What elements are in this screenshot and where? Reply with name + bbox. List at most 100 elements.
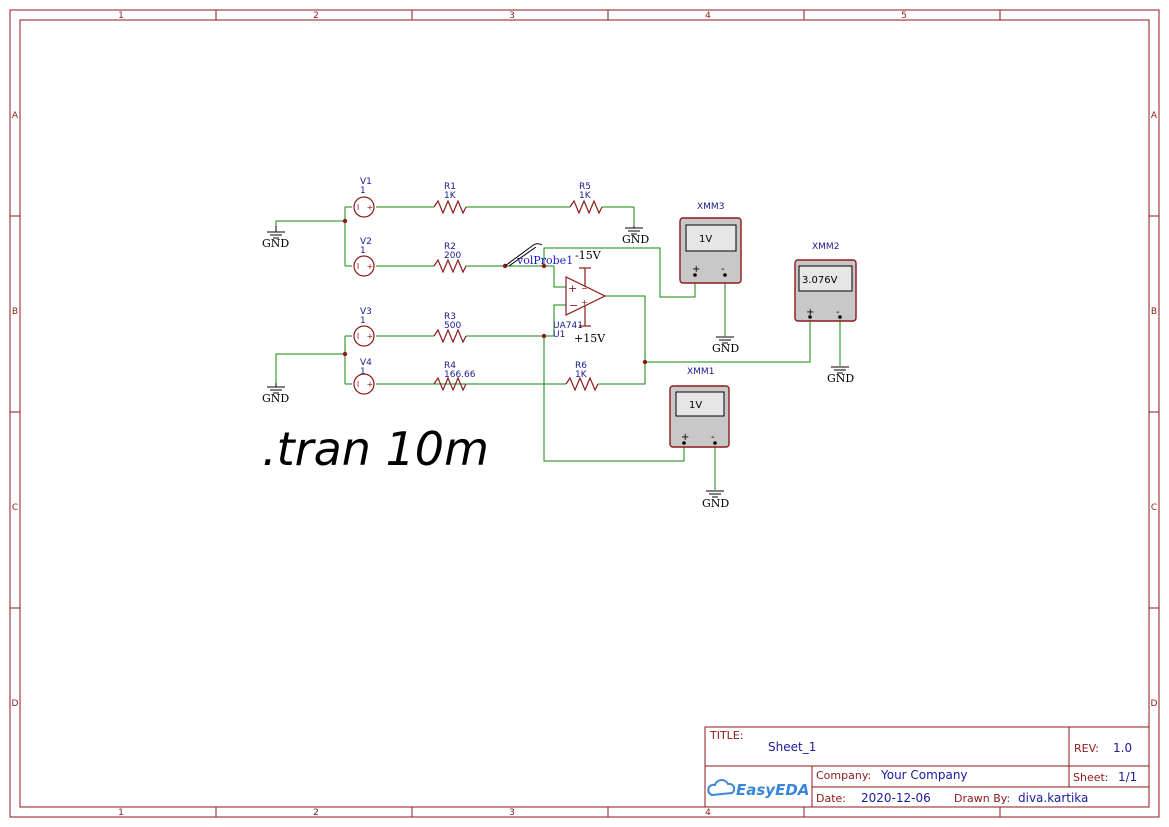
resistor-value: 1K [579,191,592,201]
ground-top-left: GND [262,226,289,250]
row-label: B [1151,307,1157,317]
svg-text:I: I [357,203,359,212]
wires [275,206,841,490]
resistor-value: 1K [575,370,588,380]
row-label: C [1151,503,1157,513]
easyeda-logo: EasyEDA [707,779,809,799]
svg-text:-: - [711,432,715,443]
svg-text:+: + [367,332,374,341]
row-label: B [12,307,18,317]
rev-key: REV: [1074,742,1099,755]
meter-reading: 3.076V [802,275,838,286]
title-key: TITLE: [709,729,743,742]
resistor-ref: R1 [444,182,456,192]
ground-label: GND [827,372,854,385]
opamp-neg-supply: -15V [575,249,602,262]
source-value: 1 [360,367,366,377]
resistor-r1[interactable]: R1 1K [433,182,467,215]
col-label: 2 [313,11,319,21]
ground-label: GND [712,342,739,355]
col-label: 3 [509,808,515,818]
resistor-r5[interactable]: R5 1K [569,182,603,215]
meter-reading: 1V [699,234,712,245]
sim-directive[interactable]: .tran 10m [262,422,489,476]
opamp-model: UA741 [553,321,583,331]
sheet-value: 1/1 [1118,770,1137,784]
resistor-ref: R4 [444,361,456,371]
svg-text:+: + [367,262,374,271]
resistor-value: 166.66 [444,370,476,380]
opamp-minus-mark: − [569,299,578,312]
svg-text:+: + [681,432,689,443]
opamp-u1[interactable]: + − − + -15V +15V UA741 U1 [553,249,607,345]
svg-text:+: + [806,307,814,318]
column-labels-top: 1 2 3 4 5 [118,11,907,21]
junctions [342,218,648,365]
voltage-source-v4[interactable]: I + V4 1 [353,358,375,395]
meter-ref: XMM1 [687,367,714,377]
svg-text:-: - [836,307,840,318]
svg-text:I: I [357,332,359,341]
voltage-probe[interactable]: volProbe1 [504,243,573,267]
voltage-source-v2[interactable]: I + V2 1 [353,237,375,277]
row-label: A [12,111,19,121]
source-ref: V3 [360,307,372,317]
resistor-r2[interactable]: R2 200 [433,242,467,274]
meter-reading: 1V [689,400,702,411]
cloud-icon [707,779,736,797]
ground-bottom-left: GND [262,383,289,405]
voltage-source-v1[interactable]: I + V1 1 [353,177,375,218]
col-label: 4 [705,11,711,21]
svg-text:-: - [721,264,725,275]
ground-label: GND [702,497,729,510]
company-value: Your Company [880,768,968,782]
sheet-title: Sheet_1 [768,740,816,754]
logo-text: EasyEDA [736,781,809,799]
row-label: D [12,699,19,709]
svg-text:I: I [357,262,359,271]
svg-text:+: + [367,380,374,389]
meter-ref: XMM3 [697,202,724,212]
col-label: 1 [118,808,124,818]
resistor-r4[interactable]: R4 166.66 [433,361,476,392]
row-labels-right: A B C D [1151,111,1158,709]
row-label: A [1151,111,1158,121]
resistor-r6[interactable]: R6 1K [565,361,599,392]
resistor-ref: R6 [575,361,587,371]
col-label: 3 [509,11,515,21]
resistor-r3[interactable]: R3 500 [433,312,467,344]
row-label: C [12,503,18,513]
source-value: 1 [360,246,366,256]
ground-xmm3: GND [712,336,739,355]
row-label: D [1151,699,1158,709]
col-label: 2 [313,808,319,818]
company-key: Company: [816,769,871,782]
multimeter-xmm1[interactable]: XMM1 1V + - [669,367,730,448]
resistor-ref: R3 [444,312,456,322]
voltage-source-v3[interactable]: I + V3 1 [353,307,375,347]
opamp-pos-supply: +15V [574,332,606,345]
source-ref: V2 [360,237,372,247]
sheet-frame [9,9,1160,818]
resistor-ref: R5 [579,182,591,192]
row-labels-left: A B C D [12,111,19,709]
multimeter-xmm2[interactable]: XMM2 3.076V + - [794,242,857,322]
resistor-value: 1K [444,191,457,201]
multimeter-xmm3[interactable]: XMM3 1V + - [679,202,742,284]
drawn-by-key: Drawn By: [954,792,1010,805]
rev-value: 1.0 [1113,741,1132,755]
svg-text:+: + [692,264,700,275]
sheet-key: Sheet: [1073,771,1109,784]
column-labels-bottom: 1 2 3 4 [118,808,711,818]
resistor-value: 500 [444,321,461,331]
svg-text:+: + [367,203,374,212]
resistor-ref: R2 [444,242,456,252]
meter-ref: XMM2 [812,242,839,252]
source-value: 1 [360,316,366,326]
drawn-by-value: diva.kartika [1018,791,1088,805]
ground-r5: GND [622,226,649,246]
source-value: 1 [360,186,366,196]
ground-label: GND [262,237,289,250]
col-label: 5 [901,11,907,21]
